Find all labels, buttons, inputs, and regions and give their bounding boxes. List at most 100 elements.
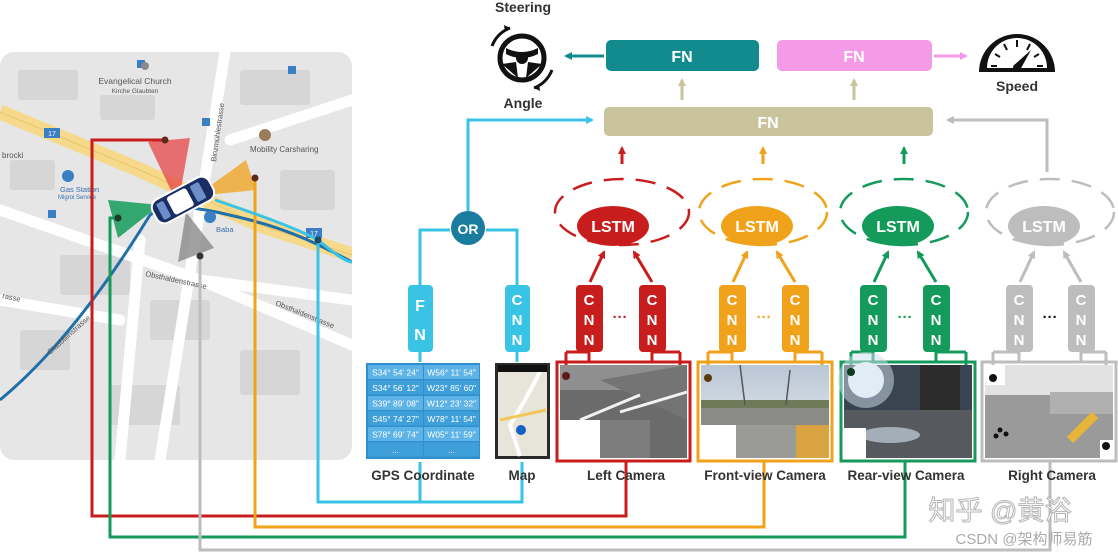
map-label: Kirche Glaubten	[112, 88, 159, 95]
lstm-node	[577, 206, 649, 246]
gps-table: S34° 54' 24"W56° 11' 54"S34° 56' 12"W23°…	[366, 363, 480, 459]
map-label: Baba	[216, 225, 234, 234]
svg-text:C: C	[647, 292, 658, 309]
steering-wheel-icon	[490, 25, 554, 91]
gps-coordinate-value: S34° 54' 24"	[372, 368, 419, 378]
cnn-block: C N N	[860, 285, 887, 352]
map-label: Mobility Carsharing	[250, 145, 318, 154]
map-connectors	[90, 138, 1052, 552]
angle-label: Angle	[504, 95, 543, 111]
svg-text:C: C	[512, 292, 523, 309]
map-panel: 17 17 Evangelical Church Kirche Glaubten…	[0, 52, 352, 460]
map-label: Evangelical Church	[98, 76, 172, 86]
svg-text:C: C	[790, 292, 801, 309]
svg-text:17: 17	[310, 231, 318, 238]
gps-coordinate-value: W12° 23' 32"	[427, 399, 476, 409]
gas-station-pin-icon	[62, 170, 74, 182]
bus-stop-icon	[202, 118, 210, 126]
carsharing-pin-icon	[259, 129, 271, 141]
steering-label: Steering	[495, 0, 551, 15]
gps-cell	[368, 427, 423, 441]
gps-coordinate-value: ...	[448, 445, 455, 455]
cnn-block: C N N	[1068, 285, 1095, 352]
arrow-gps-map-to-fusion	[466, 116, 594, 212]
svg-text:N: N	[790, 312, 801, 329]
speed-label: Speed	[996, 78, 1038, 94]
gps-cell	[368, 411, 423, 426]
svg-text:N: N	[1014, 332, 1025, 349]
input-label-rear-camera: Rear-view Camera	[847, 468, 965, 483]
fn-speed-box: FN	[777, 40, 932, 71]
steering-output: Steering Angle	[490, 0, 554, 111]
right-camera-image	[980, 360, 1118, 463]
map-label: rasse	[2, 291, 22, 304]
lstm-node	[1008, 206, 1080, 246]
gps-cell	[368, 396, 423, 410]
svg-text:N: N	[647, 312, 658, 329]
right-camera-fov	[178, 212, 214, 262]
svg-text:C: C	[1076, 292, 1087, 309]
input-label-right-camera: Right Camera	[1008, 468, 1096, 483]
svg-text:LSTM: LSTM	[591, 219, 635, 236]
input-label-front-camera: Front-view Camera	[704, 468, 826, 483]
gps-coordinate-value: S34° 56' 12"	[372, 383, 419, 393]
input-label-gps: GPS Coordinate	[371, 468, 475, 483]
svg-text:N: N	[868, 332, 879, 349]
ellipsis: ···	[613, 309, 628, 326]
svg-text:C: C	[1014, 292, 1025, 309]
right-camera-branch: LSTM C N N ··· C N N	[984, 177, 1116, 352]
connector-right	[198, 256, 1052, 552]
svg-text:N: N	[647, 332, 658, 349]
rear-camera-branch: LSTM C N N ··· C N N	[838, 177, 970, 352]
road-badge: 17	[306, 228, 322, 238]
gps-coordinate-value: W23° 85' 60"	[427, 383, 476, 393]
watermark-zhihu: 知乎 @黄浴	[929, 496, 1072, 526]
gps-coordinate-value: S78° 69' 74"	[372, 430, 419, 440]
map-label: Migrol Service	[58, 195, 97, 201]
gps-cell	[424, 396, 479, 410]
gps-cell	[424, 365, 479, 379]
gps-coordinate-value: S39° 89' 08"	[372, 399, 419, 409]
car-icon	[150, 175, 216, 225]
svg-text:FN: FN	[671, 49, 692, 66]
cnn-block: C N N	[782, 285, 809, 352]
cnn-block: C N N	[719, 285, 746, 352]
svg-text:LSTM: LSTM	[735, 219, 779, 236]
ellipsis: ···	[898, 309, 913, 326]
ellipsis: ···	[1043, 309, 1058, 326]
svg-text:LSTM: LSTM	[1022, 219, 1066, 236]
svg-text:17: 17	[48, 131, 56, 138]
gps-coordinate-value: S45° 74' 27"	[372, 414, 419, 424]
svg-text:N: N	[1014, 312, 1025, 329]
fn-fusion-box: FN	[604, 107, 933, 136]
speed-output: Speed	[979, 34, 1055, 94]
lstm-node	[862, 206, 934, 246]
bus-stop-icon	[48, 210, 56, 218]
cnn-block: C N N	[639, 285, 666, 352]
bus-stop-icon	[288, 66, 296, 74]
input-label-left-camera: Left Camera	[587, 468, 666, 483]
speedometer-icon	[979, 34, 1055, 72]
input-label-map: Map	[509, 468, 536, 483]
map-phone-image	[495, 363, 550, 459]
svg-text:LSTM: LSTM	[876, 219, 920, 236]
map-label: Gas Station	[60, 185, 99, 194]
svg-text:N: N	[1076, 312, 1087, 329]
fn-steering-box: FN	[606, 40, 759, 71]
gps-cell	[424, 427, 479, 441]
svg-text:F: F	[415, 298, 425, 315]
map-label: brocki	[2, 151, 24, 160]
connector-front	[253, 178, 766, 529]
church-pin-icon	[141, 62, 149, 70]
rear-view-camera-image	[838, 352, 977, 463]
svg-text:N: N	[727, 312, 738, 329]
svg-text:OR: OR	[458, 221, 479, 237]
svg-text:FN: FN	[757, 115, 778, 132]
bus-stop-icon	[137, 60, 145, 68]
front-camera-branch: LSTM C N N ··· C N N	[697, 177, 829, 352]
svg-text:N: N	[584, 332, 595, 349]
svg-text:N: N	[584, 312, 595, 329]
gps-fn-block: F N	[408, 285, 433, 352]
svg-text:C: C	[727, 292, 738, 309]
